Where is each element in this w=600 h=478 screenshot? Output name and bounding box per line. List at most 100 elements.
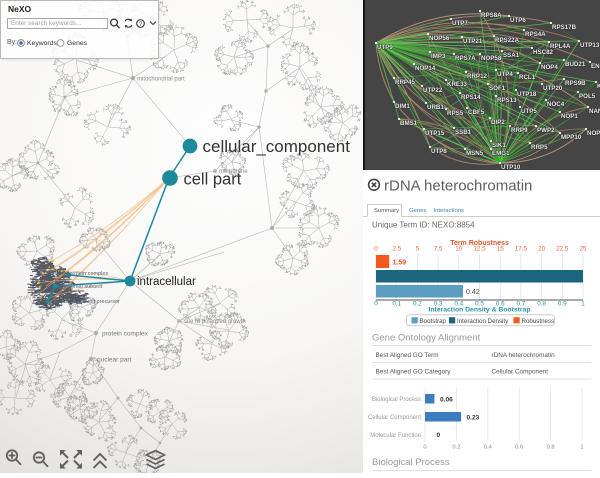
svg-text:NOP14: NOP14: [415, 65, 436, 72]
svg-text:0.8: 0.8: [547, 445, 555, 451]
svg-text:NOP6: NOP6: [587, 130, 600, 137]
svg-text:SSB1: SSB1: [455, 129, 472, 136]
svg-text:RPS14: RPS14: [461, 94, 481, 101]
svg-text:KRE33: KRE33: [447, 81, 468, 88]
svg-text:DIM1: DIM1: [395, 103, 410, 110]
svg-text:MSN5: MSN5: [466, 150, 484, 157]
svg-text:0: 0: [374, 246, 378, 253]
svg-text:UTP8: UTP8: [431, 148, 447, 155]
svg-text:0.6: 0.6: [496, 301, 505, 308]
svg-text:IMP3: IMP3: [431, 53, 446, 60]
svg-text:Unique Term ID: NEXO:8854: Unique Term ID: NEXO:8854: [372, 221, 475, 230]
svg-text:ribosomal subunit precursor: ribosomal subunit precursor: [52, 299, 120, 305]
svg-text:RRP5: RRP5: [531, 144, 548, 151]
svg-text:7.5: 7.5: [434, 246, 443, 253]
svg-text:KRR1: KRR1: [597, 83, 600, 90]
svg-text:1: 1: [581, 301, 585, 308]
svg-text:mitochondrial part: mitochondrial part: [137, 77, 185, 83]
svg-text:RRP45: RRP45: [395, 79, 416, 86]
svg-text:rDNA heterochromatin: rDNA heterochromatin: [492, 352, 556, 359]
svg-text:NOC4: NOC4: [547, 101, 565, 108]
svg-text:RRP12: RRP12: [467, 73, 488, 80]
svg-text:10: 10: [455, 246, 463, 253]
svg-text:UTP9: UTP9: [377, 44, 393, 51]
svg-text:0.6: 0.6: [515, 445, 523, 451]
svg-text:CBF5: CBF5: [468, 109, 485, 116]
svg-text:NOP4: NOP4: [541, 64, 558, 71]
svg-text:0: 0: [437, 432, 441, 439]
svg-text:URB1: URB1: [427, 104, 444, 111]
svg-text:SIK1: SIK1: [492, 142, 506, 149]
svg-text:BMS1: BMS1: [400, 120, 418, 127]
svg-text:Robustness: Robustness: [522, 318, 555, 325]
svg-text:0.4: 0.4: [484, 445, 493, 451]
svg-text:5: 5: [416, 246, 420, 253]
svg-text:0.3: 0.3: [434, 301, 443, 308]
svg-text:Genes: Genes: [409, 208, 426, 214]
svg-text:intracellular: intracellular: [137, 276, 196, 288]
svg-text:NAN1: NAN1: [589, 108, 600, 115]
svg-text:UTP4: UTP4: [497, 71, 513, 78]
svg-text:22.5: 22.5: [556, 246, 569, 253]
svg-text:EMG1: EMG1: [492, 150, 510, 157]
svg-text:Term Robustness: Term Robustness: [450, 240, 509, 247]
svg-text:BUD21: BUD21: [565, 61, 586, 68]
svg-text:0: 0: [423, 445, 426, 451]
svg-text:Interaction Density & Bootstra: Interaction Density & Bootstrap: [429, 307, 531, 314]
svg-text:nuclear part: nuclear part: [97, 357, 132, 364]
svg-text:HSC82: HSC82: [533, 49, 554, 56]
svg-text:0.42: 0.42: [466, 289, 480, 296]
svg-text:25: 25: [579, 246, 587, 253]
svg-text:RPS9B: RPS9B: [565, 80, 586, 87]
svg-text:Biological Process: Biological Process: [372, 457, 450, 468]
svg-text:RRP9: RRP9: [511, 127, 528, 134]
svg-text:Best Aligned GO Term: Best Aligned GO Term: [376, 352, 439, 359]
svg-text:0.23: 0.23: [467, 415, 480, 422]
svg-text:UTP5: UTP5: [521, 108, 537, 115]
svg-text:Interactions: Interactions: [434, 208, 465, 214]
svg-text:1: 1: [580, 445, 583, 451]
svg-text:SSA1: SSA1: [503, 52, 520, 59]
svg-text:12.5: 12.5: [473, 246, 486, 253]
svg-text:Gene Ontology Alignment: Gene Ontology Alignment: [372, 333, 481, 344]
svg-text:NOP56: NOP56: [429, 35, 450, 42]
svg-text:POL5: POL5: [579, 93, 596, 100]
svg-text:RPS17B: RPS17B: [552, 24, 577, 31]
svg-text:cell part: cell part: [184, 171, 242, 189]
svg-text:RPS4A: RPS4A: [525, 31, 546, 38]
svg-text:cellular_component: cellular_component: [203, 137, 351, 156]
svg-text:RPS7A: RPS7A: [455, 55, 476, 62]
svg-text:Molecular Function: Molecular Function: [370, 433, 421, 439]
svg-text:UTP6: UTP6: [510, 17, 526, 24]
svg-text:UTP21: UTP21: [463, 38, 483, 45]
svg-text:Cellular Component: Cellular Component: [368, 415, 421, 421]
svg-text:15: 15: [497, 246, 505, 253]
svg-text:UTP15: UTP15: [425, 130, 445, 137]
svg-text:20: 20: [538, 246, 546, 253]
svg-text:ENP1: ENP1: [591, 63, 600, 70]
svg-text:UTP13: UTP13: [580, 42, 600, 49]
svg-text:RPS22A: RPS22A: [495, 37, 520, 44]
svg-text:0.5: 0.5: [475, 301, 484, 308]
svg-text:UTP20: UTP20: [543, 85, 563, 92]
svg-text:0.2: 0.2: [452, 445, 460, 451]
svg-text:protein complex: protein complex: [102, 331, 149, 338]
svg-text:UTP18: UTP18: [517, 91, 537, 98]
svg-text:membrane: membrane: [219, 169, 248, 175]
svg-text:SOF1: SOF1: [489, 85, 506, 92]
svg-text:?: ?: [139, 21, 143, 28]
svg-text:0: 0: [374, 301, 378, 308]
svg-text:RPS5: RPS5: [447, 110, 464, 117]
svg-text:Cellular Component: Cellular Component: [492, 369, 549, 376]
svg-text:0.7: 0.7: [517, 301, 526, 308]
svg-text:RPS13: RPS13: [497, 97, 517, 104]
svg-text:NOP1: NOP1: [561, 113, 578, 120]
svg-text:0.06: 0.06: [440, 397, 453, 404]
svg-text:UTP10: UTP10: [501, 164, 521, 170]
svg-text:RPL4A: RPL4A: [550, 43, 571, 50]
svg-text:2.5: 2.5: [392, 246, 401, 253]
svg-text:1.59: 1.59: [393, 260, 407, 267]
svg-text:ribosomal subunit: ribosomal subunit: [59, 284, 103, 290]
svg-text:0.8: 0.8: [537, 301, 546, 308]
svg-text:0.2: 0.2: [413, 301, 422, 308]
